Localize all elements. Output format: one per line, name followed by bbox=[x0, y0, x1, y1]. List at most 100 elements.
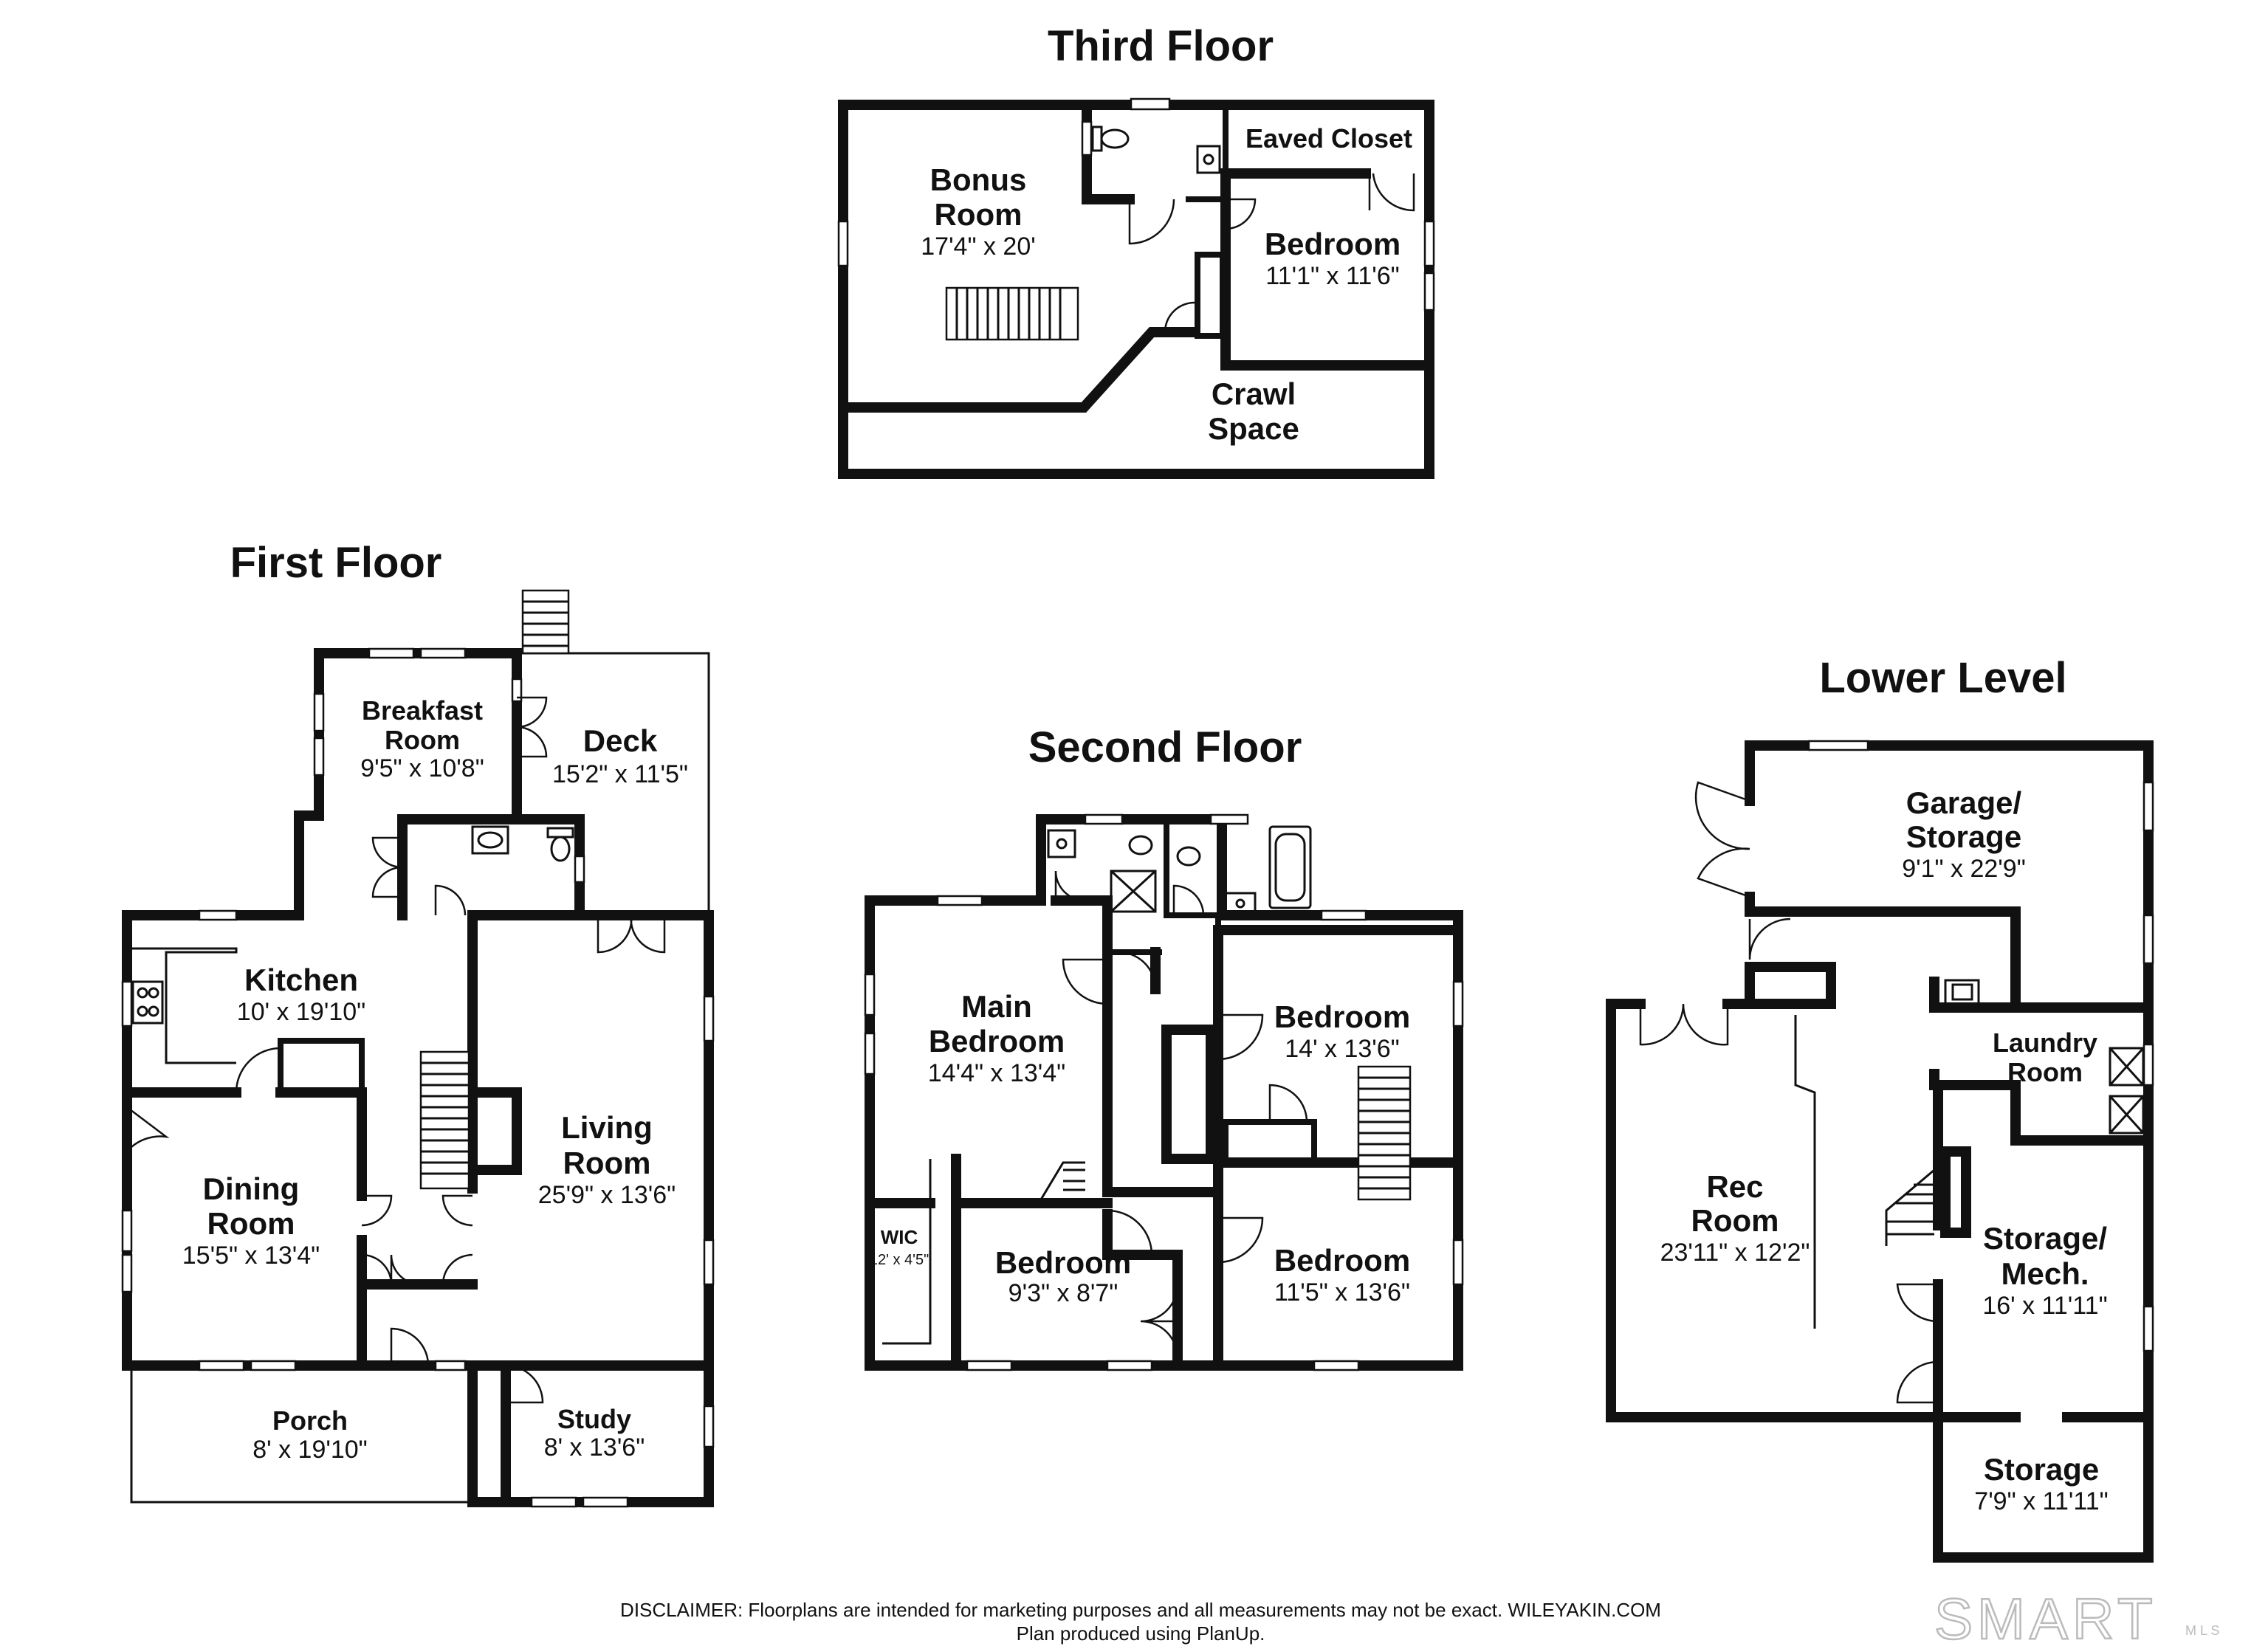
window bbox=[582, 1496, 629, 1508]
bath-wall bbox=[1051, 895, 1113, 957]
plan-credit-text: Plan produced using PlanUp. bbox=[1017, 1622, 1265, 1645]
deck-outline bbox=[517, 652, 710, 915]
window bbox=[313, 692, 325, 732]
rec-room-label: Rec bbox=[1706, 1169, 1763, 1204]
first-floor-stairs bbox=[419, 1050, 470, 1190]
closet-door bbox=[1268, 1084, 1308, 1123]
door bbox=[1107, 1209, 1153, 1256]
window bbox=[121, 980, 133, 1027]
third-bedroom-dims: 11'1" x 11'6" bbox=[1265, 262, 1399, 290]
lower-level-title: Lower Level bbox=[1819, 654, 2066, 702]
door bbox=[434, 884, 467, 916]
living-study-wall bbox=[467, 910, 714, 1507]
main-bedroom-wall bbox=[1102, 947, 1223, 1197]
crawl-space-label-2: Space bbox=[1208, 411, 1299, 446]
fireplace bbox=[467, 1087, 522, 1175]
breakfast-room-label-2: Room bbox=[385, 725, 460, 755]
door bbox=[1172, 884, 1205, 916]
third-bedroom-label: Bedroom bbox=[1265, 227, 1401, 261]
door bbox=[505, 1364, 544, 1404]
window bbox=[1084, 813, 1124, 825]
window bbox=[198, 909, 238, 921]
bedroom-s-east-wall bbox=[1102, 1209, 1183, 1371]
third-bath-wall bbox=[1082, 100, 1135, 204]
first-floor-plan: First Floor bbox=[121, 539, 715, 1508]
third-bedroom-wall bbox=[1220, 168, 1434, 371]
window bbox=[2142, 781, 2154, 832]
porch-label: Porch bbox=[272, 1405, 348, 1436]
door bbox=[1217, 1013, 1264, 1061]
wic-shelf bbox=[882, 1159, 932, 1345]
door bbox=[1217, 1216, 1264, 1264]
door bbox=[1128, 199, 1175, 245]
porch-dims: 8' x 19'10" bbox=[252, 1436, 368, 1464]
french-door bbox=[597, 915, 666, 954]
wic-label: WIC bbox=[881, 1226, 918, 1248]
dining-room-dims: 15'5" x 13'4" bbox=[182, 1242, 320, 1270]
breakfast-room-label: Breakfast bbox=[362, 695, 483, 726]
deck-stairs bbox=[521, 589, 570, 655]
window bbox=[1423, 272, 1435, 311]
door bbox=[126, 1106, 170, 1152]
sink-icon bbox=[1047, 829, 1076, 858]
laundry-room-label: Laundry bbox=[1993, 1027, 2097, 1058]
door bbox=[1164, 301, 1195, 333]
door bbox=[1054, 870, 1086, 902]
deck-label: Deck bbox=[583, 723, 658, 758]
rec-room-label-2: Room bbox=[1691, 1203, 1779, 1238]
sink-icon bbox=[1224, 892, 1257, 915]
wic-dims: 12' x 4'5" bbox=[870, 1252, 929, 1268]
study-dims: 8' x 13'6" bbox=[544, 1433, 645, 1462]
storage-mech-label-2: Mech. bbox=[2001, 1256, 2089, 1291]
sink-icon bbox=[471, 825, 509, 855]
window bbox=[703, 1405, 715, 1448]
garage-storage-label: Garage/ bbox=[1906, 785, 2022, 820]
bedroom-ne-label: Bedroom bbox=[1274, 999, 1410, 1034]
bedroom-s-label: Bedroom bbox=[995, 1245, 1131, 1280]
window bbox=[1807, 740, 1869, 751]
kitchen-counter bbox=[127, 947, 238, 1064]
window bbox=[530, 1496, 577, 1508]
living-room-label-2: Room bbox=[563, 1146, 651, 1180]
window bbox=[1320, 909, 1367, 921]
first-floor-title: First Floor bbox=[230, 539, 442, 587]
window bbox=[966, 1360, 1013, 1371]
storage-label: Storage bbox=[1984, 1452, 2099, 1487]
toilet-icon bbox=[546, 827, 574, 862]
storage-dims: 7'9" x 11'11" bbox=[1974, 1487, 2108, 1515]
garage-storage-dims: 9'1" x 22'9" bbox=[1902, 855, 2026, 883]
laundry-room-label-2: Room bbox=[2007, 1057, 2083, 1087]
third-floor-stairs bbox=[945, 286, 1079, 341]
smart-mls-logo: SMART M L S bbox=[1934, 1586, 2220, 1649]
window bbox=[368, 647, 415, 659]
study-label: Study bbox=[557, 1404, 631, 1434]
living-room-dims: 25'9" x 13'6" bbox=[538, 1181, 676, 1209]
door bbox=[235, 1047, 281, 1093]
garage-south-wall bbox=[1745, 892, 2021, 1009]
dining-room-label-2: Room bbox=[207, 1206, 295, 1241]
logo-text: SMART bbox=[1934, 1586, 2157, 1649]
door bbox=[1225, 198, 1257, 230]
porch-outline bbox=[130, 1366, 472, 1504]
lower-level-stairs bbox=[1885, 1168, 1935, 1246]
logo-sub-text: M L S bbox=[2185, 1623, 2219, 1638]
deck-stairs-treads bbox=[523, 600, 568, 647]
front-door bbox=[390, 1327, 430, 1366]
bonus-room-label-2: Room bbox=[935, 197, 1023, 232]
toilet-icon bbox=[1176, 846, 1201, 867]
disclaimer-text: DISCLAIMER: Floorplans are intended for … bbox=[620, 1599, 1661, 1621]
toilet-icon bbox=[1128, 835, 1153, 856]
toilet-icon bbox=[1091, 125, 1130, 152]
storage-mech-label: Storage/ bbox=[1983, 1221, 2107, 1256]
window bbox=[574, 855, 585, 884]
closet-2 bbox=[1223, 1119, 1317, 1166]
main-bedroom-label-2: Bedroom bbox=[929, 1024, 1065, 1058]
third-closet bbox=[1195, 252, 1226, 339]
double-door bbox=[441, 1194, 473, 1286]
window bbox=[703, 995, 715, 1042]
living-room-label: Living bbox=[561, 1110, 653, 1145]
bonus-room-label: Bonus bbox=[930, 162, 1027, 197]
sink-icon bbox=[1944, 979, 1980, 1005]
bathtub-icon bbox=[1268, 825, 1312, 909]
